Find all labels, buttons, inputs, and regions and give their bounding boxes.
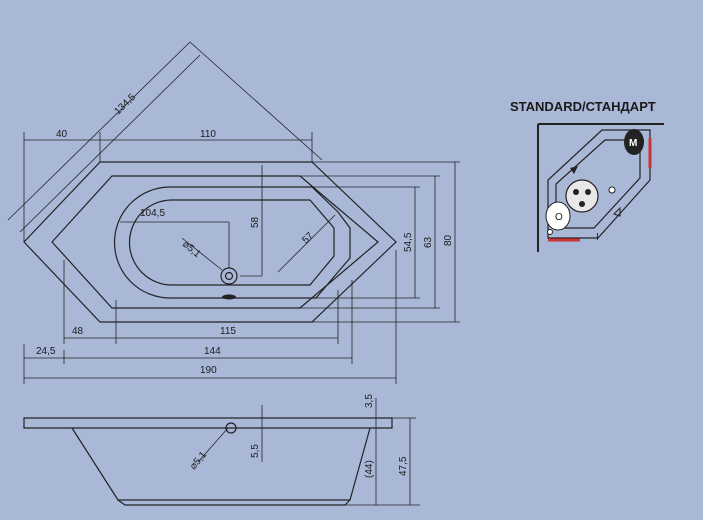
drain-inner xyxy=(224,271,234,281)
tub-basin xyxy=(113,186,351,299)
legend-o: O xyxy=(555,212,563,223)
side-drain xyxy=(225,422,237,434)
legend-title: STANDARD/СТАНДАРТ xyxy=(510,99,656,114)
dim-190: 190 xyxy=(200,365,217,376)
standard-legend: STANDARD/СТАНДАРТ O M I xyxy=(510,99,664,252)
dim-48: 48 xyxy=(72,326,84,337)
legend-i: I xyxy=(596,232,599,243)
legend-m: M xyxy=(629,138,637,149)
dim-5-5: 5,5 xyxy=(250,444,261,458)
dim-44: (44) xyxy=(364,460,375,478)
overflow xyxy=(222,294,236,300)
tub-inner-rim xyxy=(51,175,379,309)
dim-57: 57 xyxy=(300,230,316,246)
dim-110: 110 xyxy=(200,129,216,140)
dim-80: 80 xyxy=(443,234,454,246)
dim-3-5: 3,5 xyxy=(364,394,375,408)
top-view: 134,5 40 110 104,5 58 ⌀5,1 57 54,5 63 xyxy=(7,41,460,384)
dim-104-5: 104,5 xyxy=(140,208,165,219)
tub-basin-inner xyxy=(128,199,335,286)
side-rim xyxy=(23,417,393,429)
dim-63: 63 xyxy=(423,236,434,248)
dim-54-5: 54,5 xyxy=(403,232,414,252)
dim-144: 144 xyxy=(204,346,221,357)
side-body xyxy=(71,427,371,501)
dim-24-5: 24,5 xyxy=(36,346,56,357)
dim-58: 58 xyxy=(250,216,261,228)
dim-134-5: 134,5 xyxy=(112,92,138,118)
dim-drain: ⌀5,1 xyxy=(180,239,203,261)
drain-circle xyxy=(220,267,238,285)
side-view: ⌀5,1 5,5 3,5 (44) 47,5 xyxy=(23,394,420,506)
dim-47-5: 47,5 xyxy=(398,456,409,476)
dim-115: 115 xyxy=(220,326,236,337)
dim-40: 40 xyxy=(56,129,68,140)
